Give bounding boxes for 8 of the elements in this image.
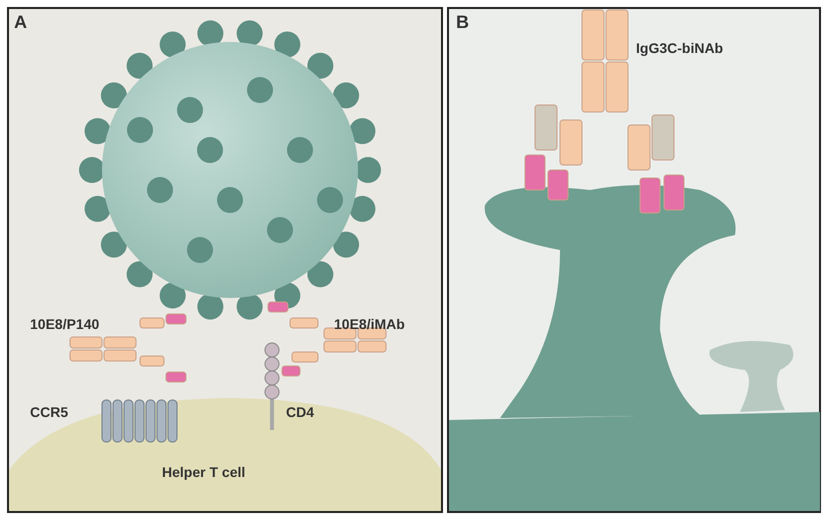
part-label: 10E8/P140 [30,316,100,332]
panel-letter: A [14,14,27,30]
part-label: CCR5 [30,404,68,420]
part-label: IgG3C-biNAb [636,40,724,56]
panel-letter: B [456,14,469,30]
part-label: Helper T cell [162,464,246,480]
part-label: 10E8/iMAb [334,316,405,332]
part-label: CD4 [286,404,314,420]
